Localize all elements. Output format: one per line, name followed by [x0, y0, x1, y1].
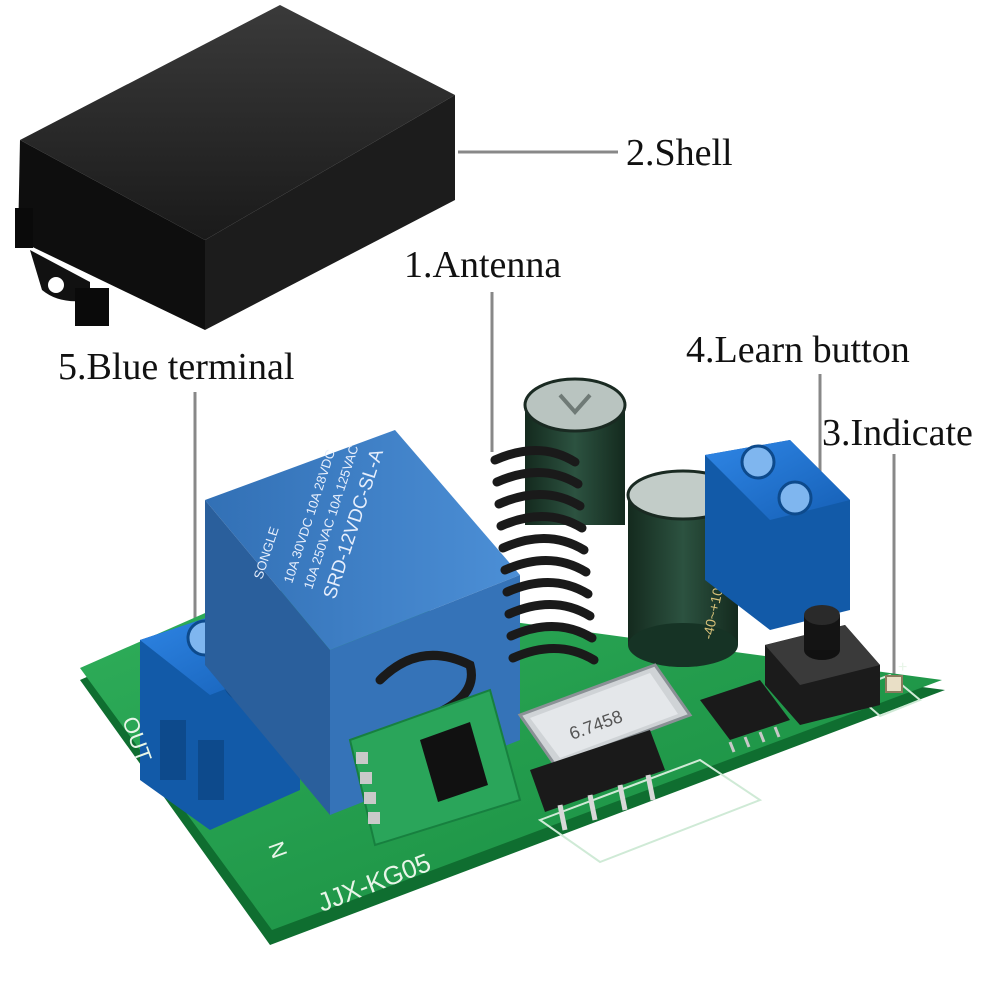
- capacitor-small-top: [523, 377, 627, 433]
- antenna-coil: [375, 446, 599, 725]
- terminal-left-slot-2: [198, 740, 224, 800]
- capacitor-small-vent: [558, 393, 592, 416]
- ic-chip: [700, 680, 790, 753]
- label-antenna: 1.Antenna: [404, 244, 562, 286]
- label-shell: 2.Shell: [626, 132, 733, 174]
- crystal-oscillator: 6.7458: [517, 663, 693, 767]
- label-learn-button: 4.Learn button: [686, 329, 910, 371]
- relay-top-face: [205, 430, 520, 650]
- terminal-right-screw-2: [777, 480, 813, 516]
- shell-clip-left: [15, 208, 33, 248]
- learn-button: [765, 605, 880, 725]
- relay-left-face: [205, 500, 330, 815]
- antenna-turn: [508, 644, 599, 665]
- terminal-right-screw-1: [740, 444, 776, 480]
- antenna-turn: [496, 512, 587, 533]
- antenna-turn: [500, 556, 591, 577]
- led-plus-silk: +: [898, 659, 907, 676]
- indicator-led: +: [885, 659, 907, 693]
- antenna-turn: [492, 468, 583, 489]
- shell-enclosure: [15, 5, 455, 330]
- capacitor-large-bottom: [628, 623, 738, 667]
- antenna-turn: [494, 490, 585, 511]
- receiver-module-chip: [420, 722, 488, 802]
- antenna-turn: [502, 578, 593, 599]
- shell-top-face: [20, 5, 455, 240]
- shell-front-face: [18, 140, 205, 330]
- antenna-turn: [490, 446, 580, 467]
- shell-mount-hole: [48, 277, 64, 293]
- pin-header-body: [530, 730, 665, 812]
- pin-header-pins: [557, 774, 656, 831]
- led-body: [885, 675, 903, 693]
- receiver-module: [348, 688, 522, 847]
- blue-terminal-right: [705, 440, 850, 630]
- ic-body: [700, 680, 790, 740]
- label-blue-terminal: 5.Blue terminal: [58, 346, 295, 388]
- receiver-module-pads: [356, 752, 380, 824]
- label-indicate: 3.Indicate: [822, 412, 973, 454]
- pin-header: [530, 730, 665, 831]
- terminal-left-slot-1: [160, 720, 186, 780]
- shell-right-face: [205, 95, 455, 330]
- crystal-face: [530, 673, 678, 758]
- antenna-turn: [504, 600, 595, 621]
- learn-button-cap-face: [804, 605, 840, 625]
- antenna-turn: [498, 534, 589, 555]
- antenna-turn: [506, 622, 597, 643]
- ic-pins: [728, 726, 781, 753]
- shell-clip-front: [75, 288, 109, 326]
